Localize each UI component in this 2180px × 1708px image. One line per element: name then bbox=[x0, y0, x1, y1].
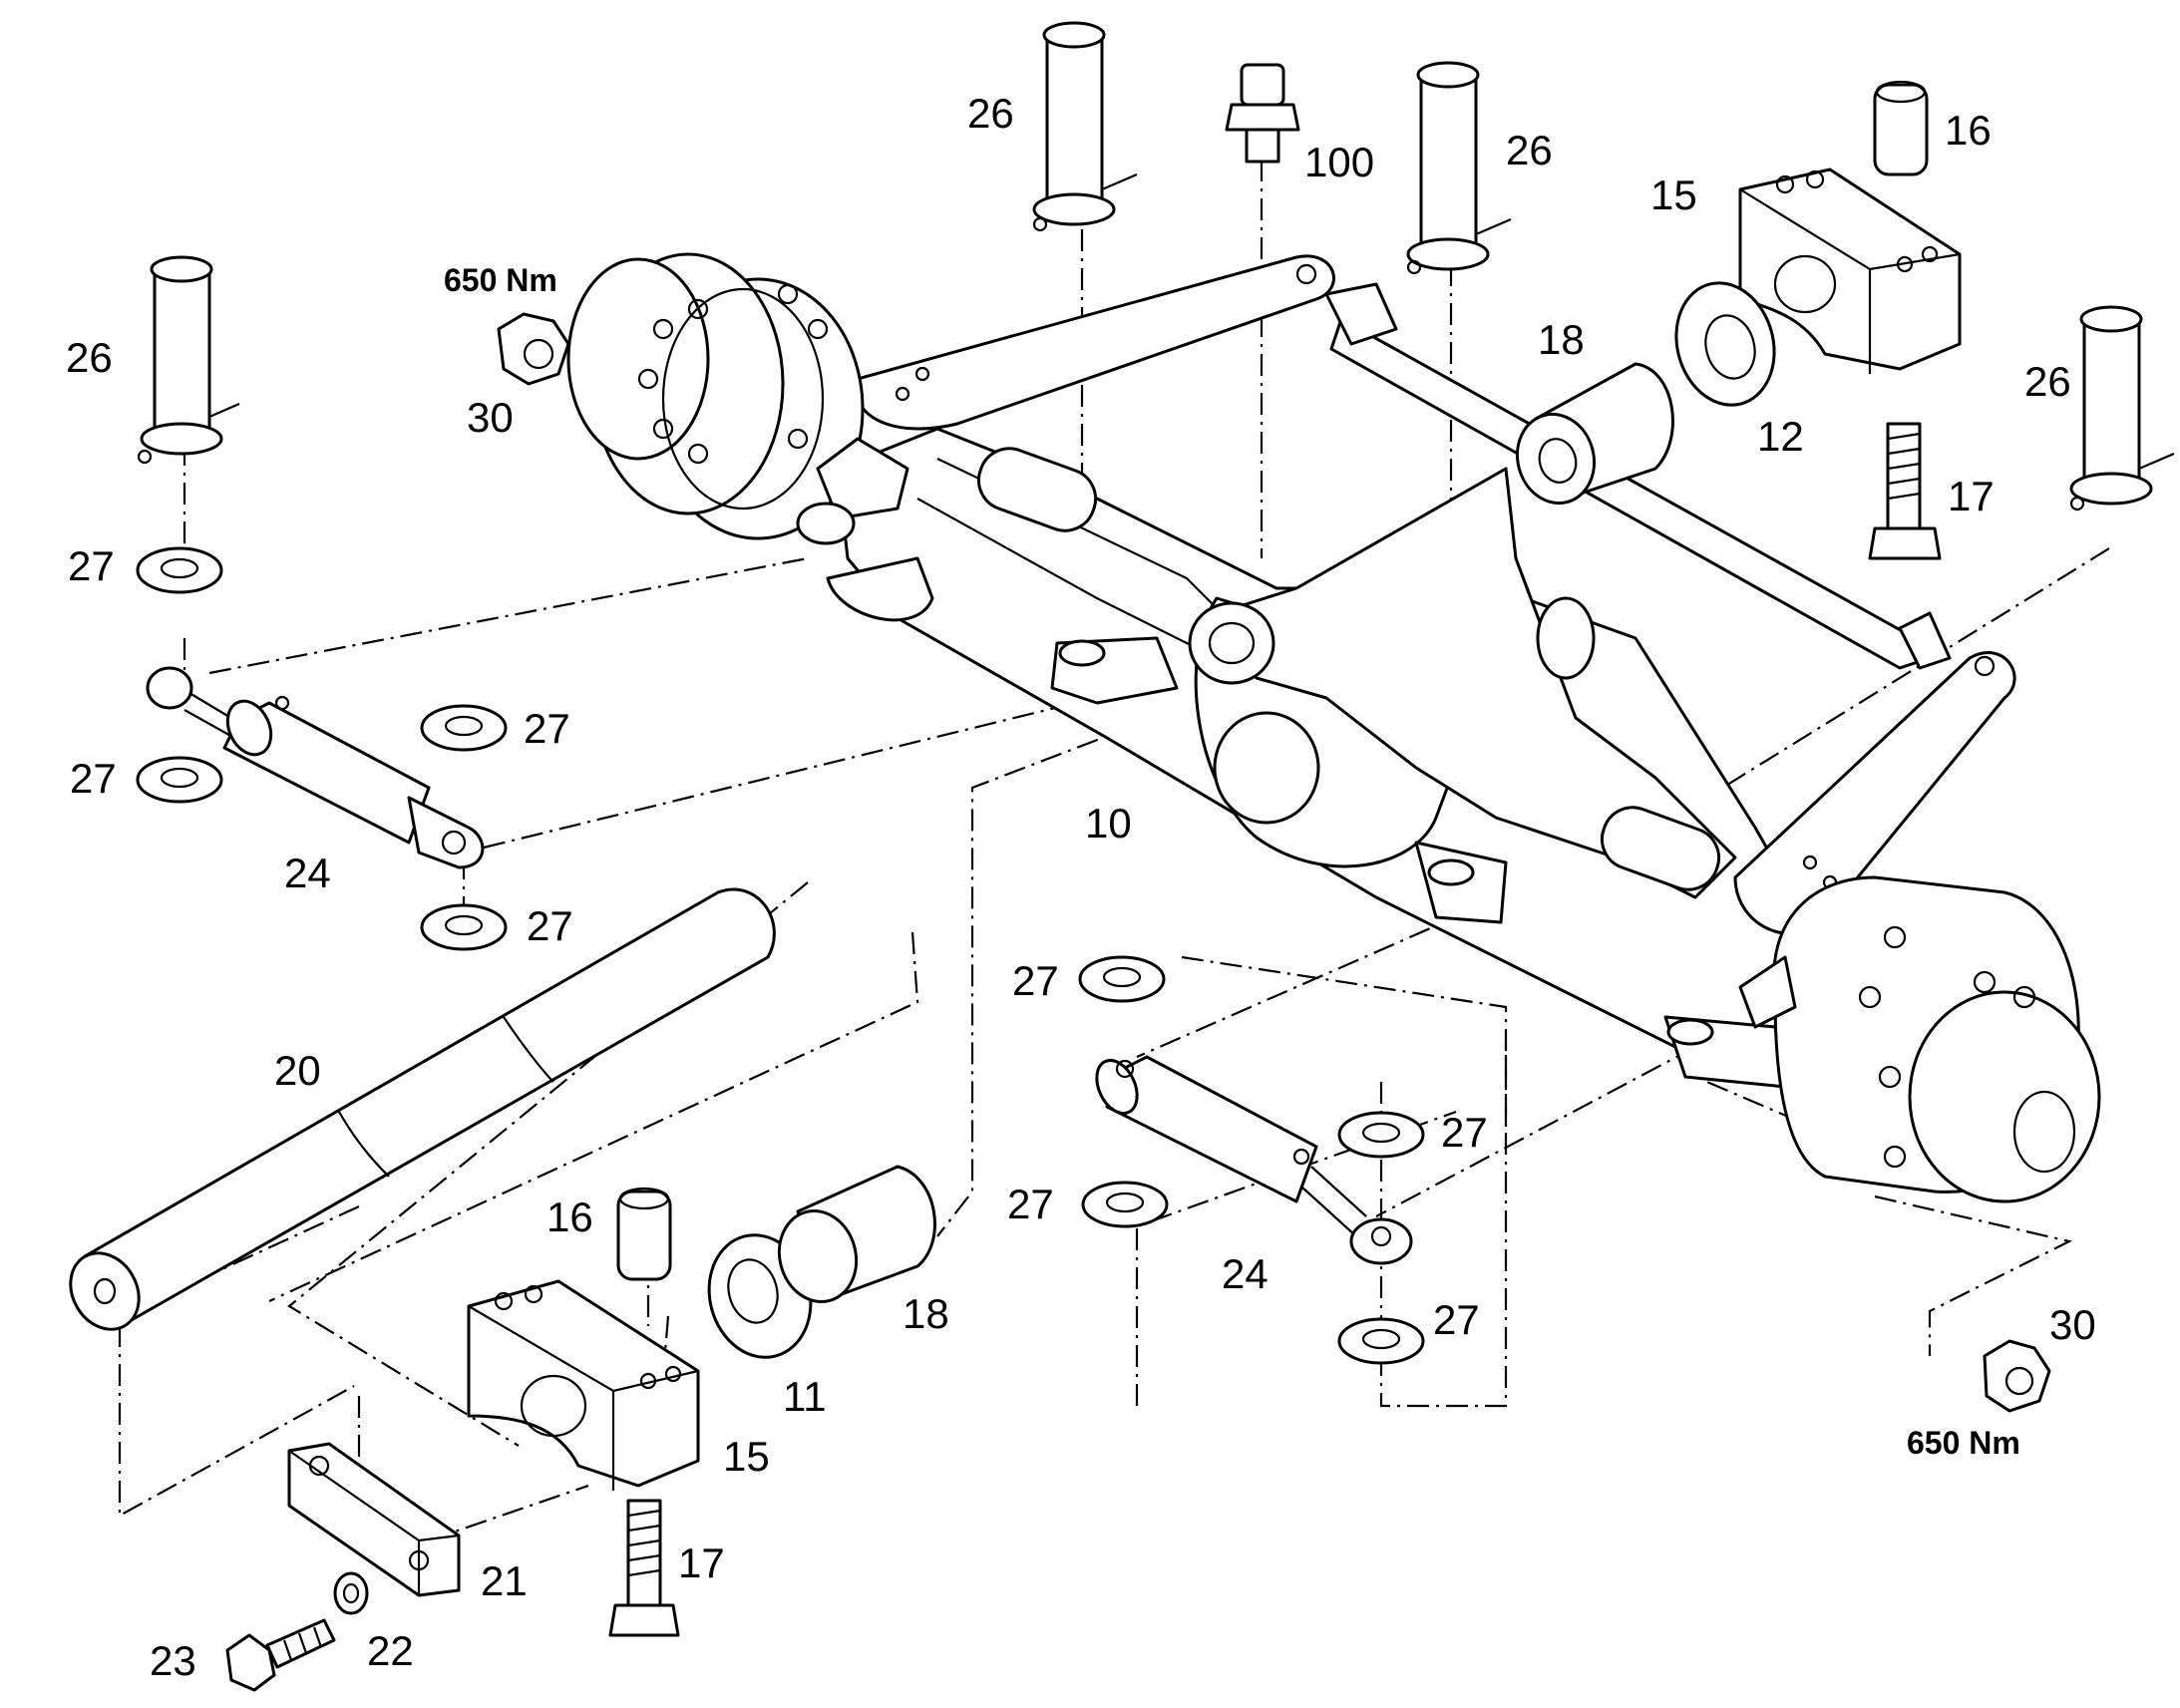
label-torque: 650 Nm bbox=[1907, 1425, 2020, 1461]
bolt-17-lower bbox=[608, 1499, 680, 1637]
steering-cylinder-24-left bbox=[146, 666, 485, 869]
retaining-plate-21 bbox=[287, 1442, 461, 1597]
label-16: 16 bbox=[546, 1194, 593, 1240]
thrust-washer-12 bbox=[1674, 281, 1776, 407]
label-18: 18 bbox=[903, 1290, 949, 1337]
pin-26-left bbox=[137, 255, 240, 465]
nut-30-left bbox=[497, 312, 570, 386]
label-11: 11 bbox=[783, 1373, 827, 1420]
pivot-shaft-20 bbox=[69, 887, 776, 1331]
label-30: 30 bbox=[2049, 1301, 2096, 1348]
callout-labels: 26 100 26 16 15 650 Nm 26 18 26 30 12 17… bbox=[66, 90, 2096, 1684]
label-27: 27 bbox=[68, 542, 115, 589]
label-26: 26 bbox=[1506, 127, 1553, 173]
label-24: 24 bbox=[284, 850, 331, 896]
pin-26-center-right bbox=[1406, 61, 1512, 275]
pivot-block-15-lower bbox=[467, 1279, 700, 1491]
nut-30-right bbox=[1983, 1339, 2051, 1413]
label-27: 27 bbox=[524, 705, 570, 752]
pin-26-right bbox=[2069, 305, 2175, 512]
label-27: 27 bbox=[70, 755, 117, 802]
label-18: 18 bbox=[1538, 316, 1585, 363]
lock-washer-22 bbox=[333, 1571, 369, 1615]
label-27: 27 bbox=[527, 902, 573, 949]
axle-housing bbox=[836, 427, 1797, 1089]
bolt-17-upper bbox=[1868, 422, 1942, 560]
label-30: 30 bbox=[467, 394, 514, 441]
label-27: 27 bbox=[1007, 1181, 1054, 1227]
label-27: 27 bbox=[1441, 1109, 1488, 1156]
left-wheel-hub bbox=[566, 252, 934, 622]
label-23: 23 bbox=[150, 1637, 196, 1684]
bushing-18-lower bbox=[777, 1165, 936, 1304]
steering-cylinder-24-right bbox=[1095, 1055, 1413, 1265]
label-100: 100 bbox=[1304, 139, 1374, 185]
label-27: 27 bbox=[1012, 957, 1059, 1004]
label-21: 21 bbox=[481, 1557, 528, 1604]
label-17: 17 bbox=[1948, 473, 1995, 519]
label-16: 16 bbox=[1945, 107, 1992, 154]
label-26: 26 bbox=[967, 90, 1014, 137]
bushing-18-upper bbox=[1515, 362, 1674, 506]
steering-linkage bbox=[855, 254, 2016, 935]
label-15: 15 bbox=[1650, 171, 1697, 218]
label-22: 22 bbox=[367, 1627, 414, 1674]
label-torque: 650 Nm bbox=[444, 262, 557, 298]
label-20: 20 bbox=[274, 1047, 321, 1094]
label-10: 10 bbox=[1085, 800, 1132, 847]
pin-26-center-left bbox=[1032, 21, 1138, 232]
dowel-16-lower bbox=[616, 1187, 672, 1281]
right-wheel-hub bbox=[1738, 875, 2101, 1203]
label-24: 24 bbox=[1222, 1250, 1269, 1297]
label-26: 26 bbox=[2024, 358, 2071, 405]
grease-fitting-100 bbox=[1225, 63, 1300, 164]
bolt-23 bbox=[225, 1618, 336, 1692]
label-26: 26 bbox=[66, 334, 113, 381]
label-15: 15 bbox=[723, 1433, 770, 1480]
washers-27 bbox=[136, 546, 1425, 1365]
dowel-16-upper bbox=[1873, 80, 1929, 176]
label-17: 17 bbox=[678, 1539, 725, 1586]
label-12: 12 bbox=[1757, 413, 1804, 460]
label-27: 27 bbox=[1433, 1296, 1480, 1343]
